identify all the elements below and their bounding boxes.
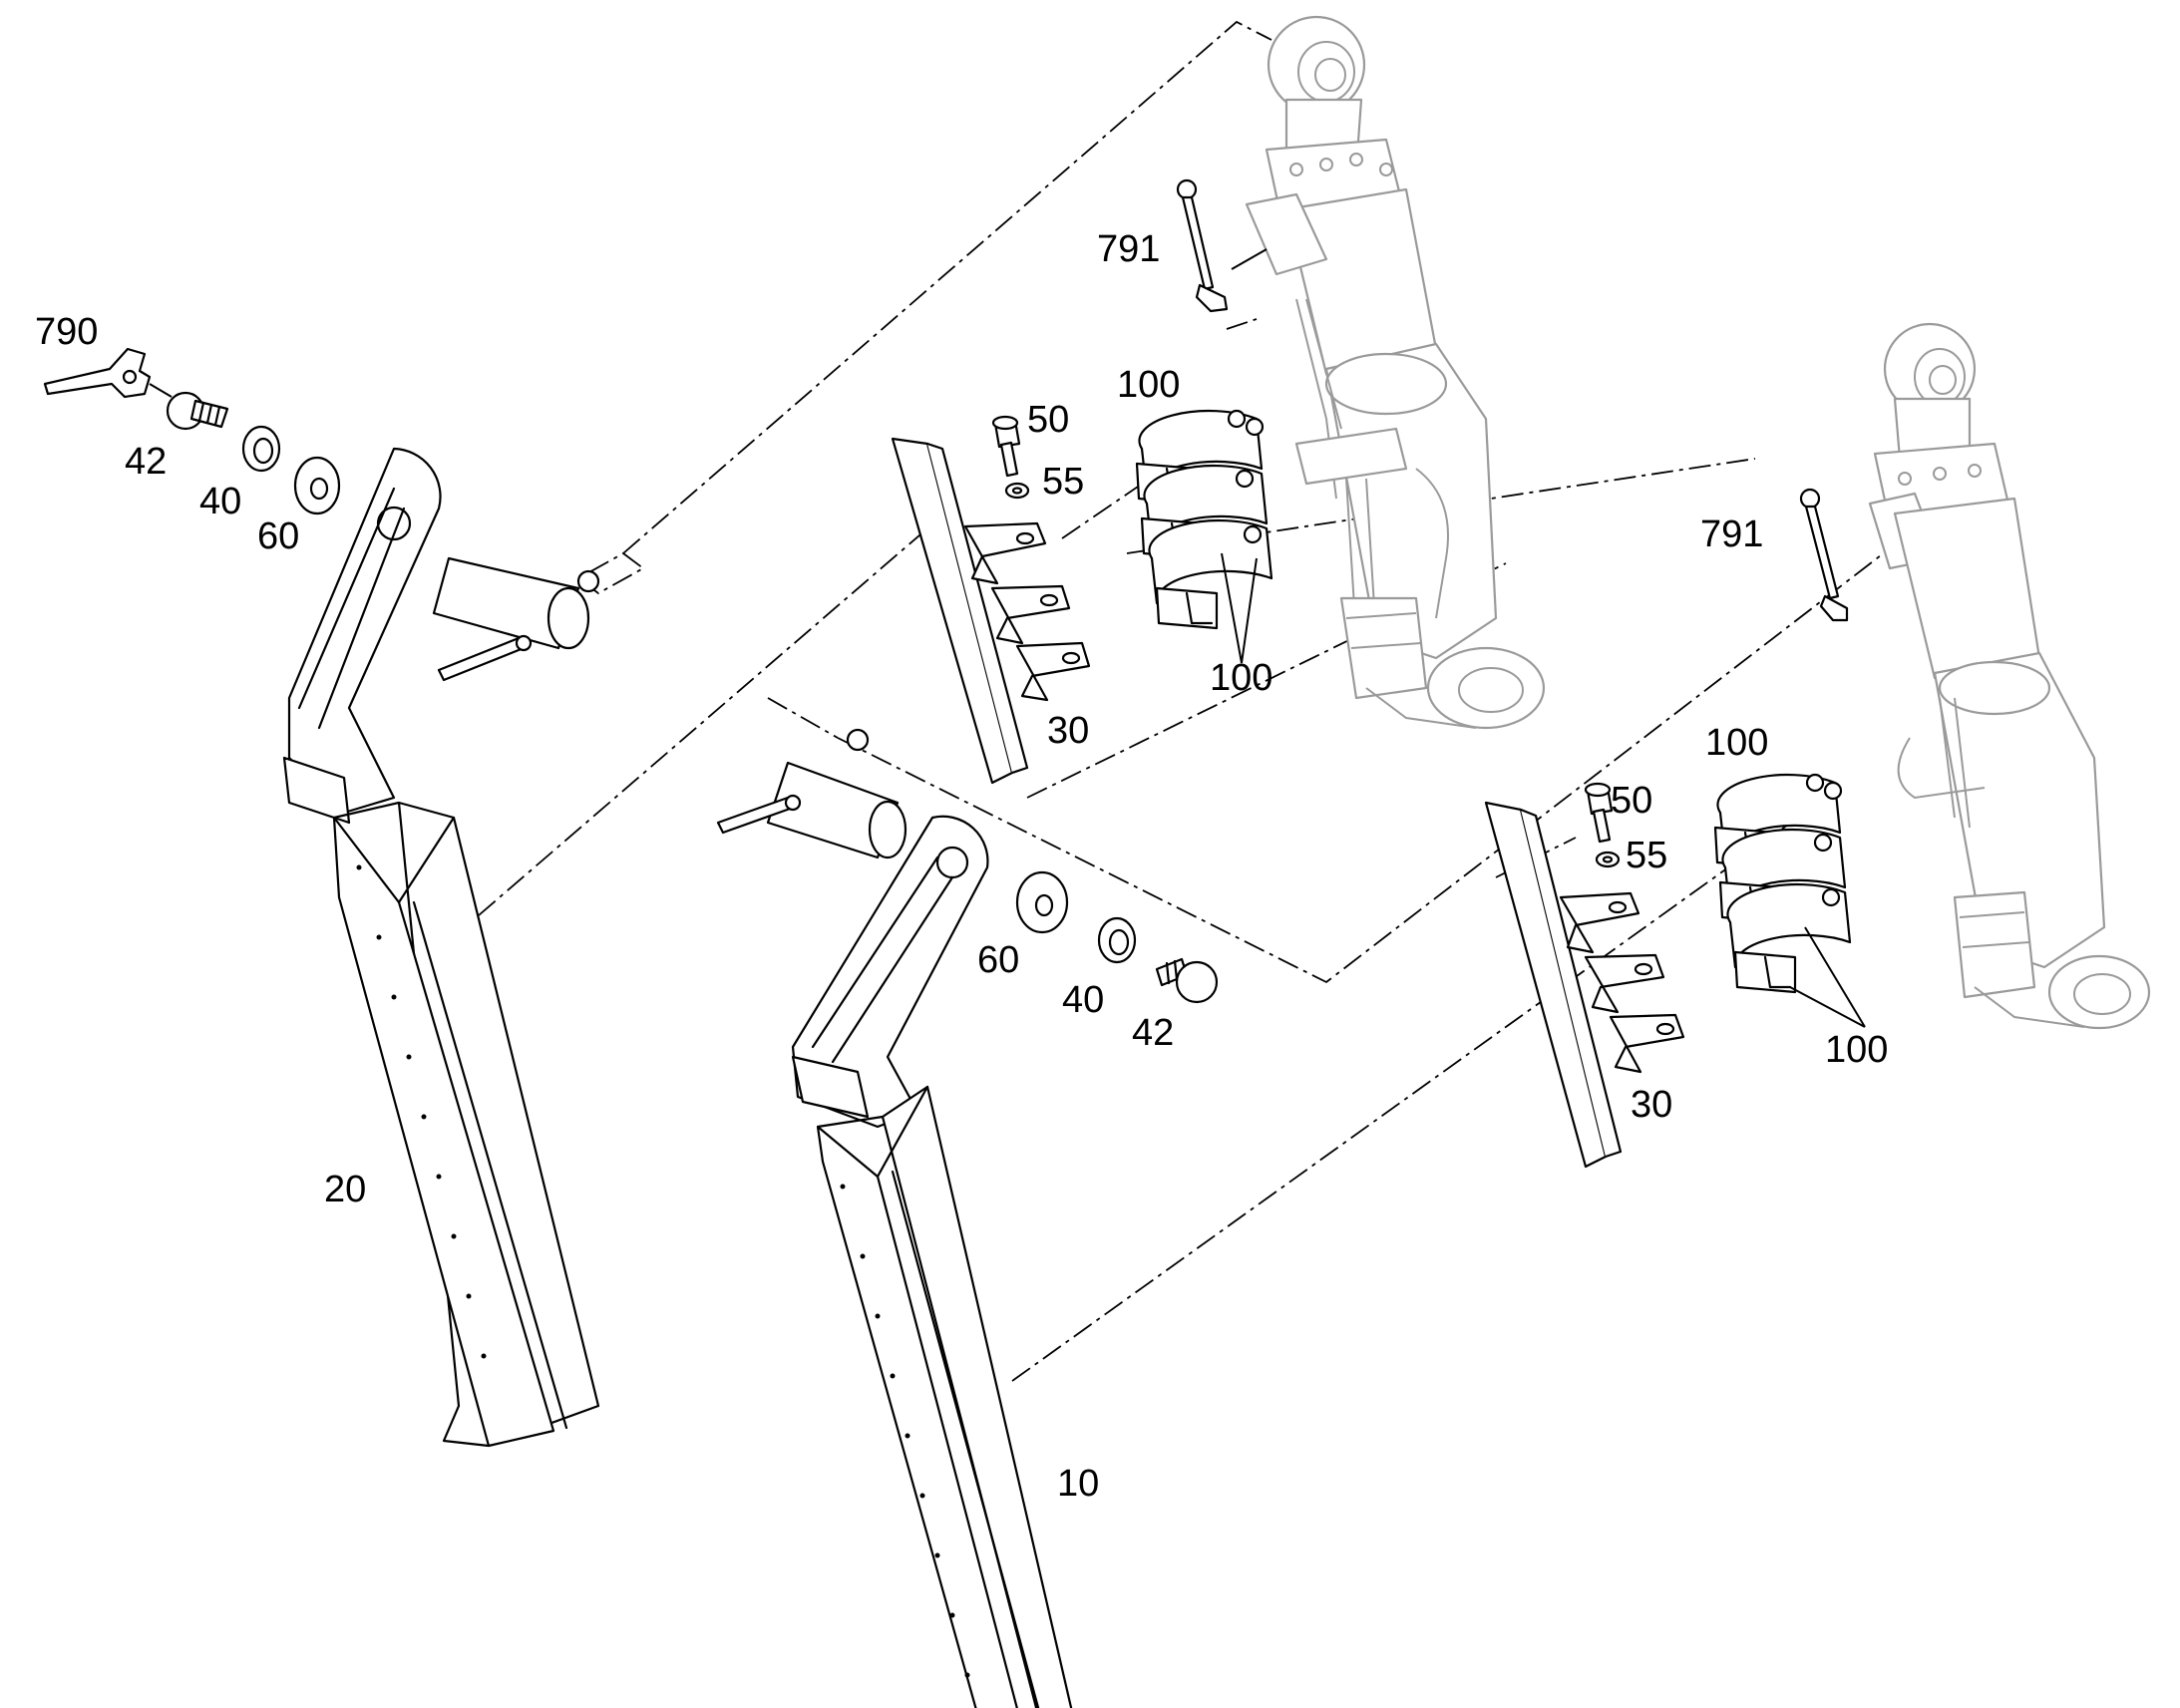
callout-790: 790 (35, 311, 98, 353)
part-791-lever-upper (1176, 178, 1268, 313)
small-parts-upper-left (43, 347, 341, 515)
callout-40-lower: 40 (1062, 979, 1104, 1021)
callout-55-lower: 55 (1626, 835, 1667, 876)
callout-100-lower-bottom: 100 (1825, 1029, 1888, 1071)
pin-assembly-lower (716, 728, 908, 859)
part-20-arm-left (282, 447, 600, 1448)
callout-20: 20 (324, 1169, 366, 1210)
hydraulic-cylinder-lower (1868, 322, 2151, 1030)
clamp-stack-upper (1135, 409, 1273, 664)
part-30-bracket-upper (891, 437, 1091, 785)
bolt-washer-upper (991, 415, 1030, 500)
callout-30-lower: 30 (1631, 1084, 1672, 1126)
bolt-washer-lower (1584, 782, 1621, 868)
callout-10: 10 (1057, 1463, 1099, 1505)
clamp-stack-lower (1713, 773, 1866, 1028)
callout-60-upper: 60 (257, 515, 299, 557)
callout-30-upper: 30 (1047, 710, 1089, 752)
callout-791-lower: 791 (1700, 513, 1763, 555)
part-791-lever-lower (1799, 488, 1849, 622)
callout-labels: 790 42 40 60 20 791 100 50 55 100 30 60 … (35, 228, 1888, 1505)
callout-60-lower: 60 (977, 939, 1019, 981)
callout-791-upper: 791 (1097, 228, 1160, 270)
hydraulic-cylinder-upper (1245, 15, 1546, 730)
callout-100-upper-top: 100 (1117, 364, 1180, 406)
callout-50-upper: 50 (1027, 399, 1069, 441)
callout-42-lower: 42 (1132, 1012, 1174, 1054)
part-10-arm-right (791, 815, 1073, 1708)
pin-assembly-upper-left (432, 556, 600, 682)
callout-40-upper: 40 (199, 481, 241, 522)
callout-55-upper: 55 (1042, 461, 1084, 503)
small-parts-lower (1015, 870, 1219, 1004)
callout-42-upper: 42 (125, 441, 167, 483)
part-30-bracket-lower (1484, 801, 1685, 1169)
callout-100-lower-top: 100 (1705, 722, 1768, 764)
callout-100-upper-bottom: 100 (1210, 657, 1272, 699)
callout-50-lower: 50 (1611, 780, 1652, 822)
assembly-lines (478, 20, 1956, 1382)
